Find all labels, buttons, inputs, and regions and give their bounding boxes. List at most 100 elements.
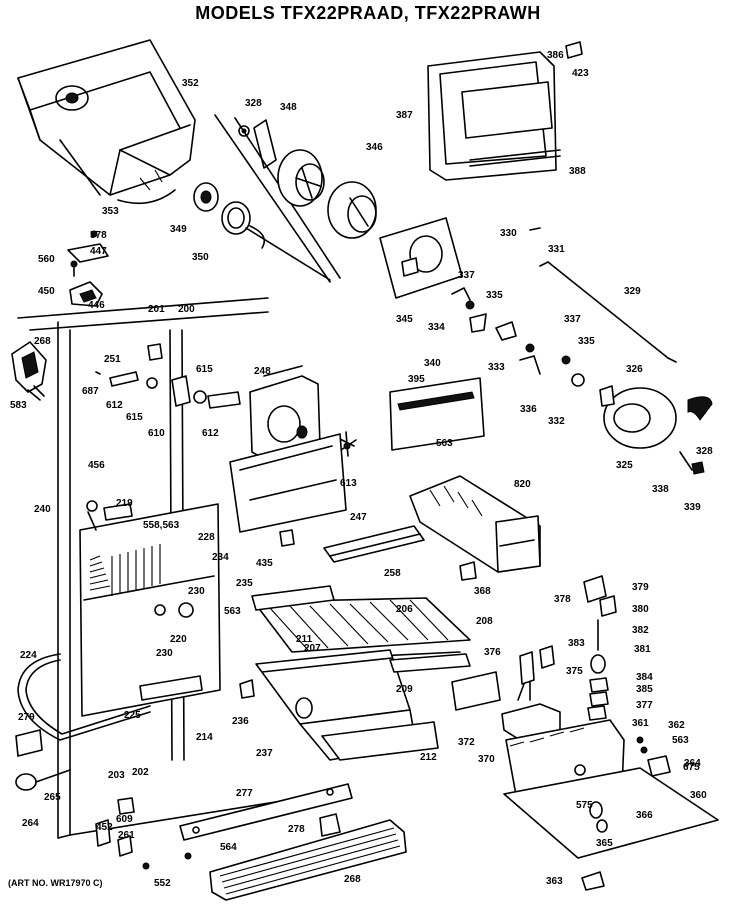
part-label-209: 209	[396, 684, 413, 695]
part-label-331: 331	[548, 244, 565, 255]
part-label-386: 386	[547, 50, 564, 61]
part-label-368: 368	[474, 586, 491, 597]
part-label-203: 203	[108, 770, 125, 781]
part-label-423: 423	[572, 68, 589, 79]
part-label-563: 563	[436, 438, 453, 449]
ice-maker-drawing	[409, 475, 541, 573]
part-label-372: 372	[458, 737, 475, 748]
part-label-575: 575	[576, 800, 593, 811]
part-label-348: 348	[280, 102, 297, 113]
part-label-363: 363	[546, 876, 563, 887]
part-label-219: 219	[116, 498, 133, 509]
part-label-207: 207	[304, 643, 321, 654]
part-label-211: 211	[296, 634, 313, 645]
part-label-609: 609	[116, 814, 133, 825]
part-label-612: 612	[106, 400, 123, 411]
part-label-381: 381	[634, 644, 651, 655]
ice-bucket-drawing	[17, 39, 196, 196]
part-label-352: 352	[182, 78, 199, 89]
part-label-375: 375	[566, 666, 583, 677]
thermostat-drawing	[86, 500, 133, 531]
part-label-337: 337	[458, 270, 475, 281]
part-label-687: 687	[82, 386, 99, 397]
part-label-395: 395	[408, 374, 425, 385]
control-board-drawing	[389, 377, 485, 451]
misc-hardware-drawing	[95, 797, 341, 870]
part-label-247: 247	[350, 512, 367, 523]
part-label-558-563: 558,563	[143, 520, 180, 531]
bracket-parts-drawing	[67, 230, 109, 307]
part-label-382: 382	[632, 625, 649, 636]
part-label-362: 362	[668, 720, 685, 731]
part-label-345: 345	[396, 314, 413, 325]
fill-tube-drawing	[279, 525, 477, 581]
part-label-613: 613	[340, 478, 357, 489]
part-label-240: 240	[34, 504, 51, 515]
part-label-212: 212	[420, 752, 437, 763]
toe-grille-drawing	[209, 819, 407, 901]
part-label-387: 387	[396, 110, 413, 121]
part-label-377: 377	[636, 700, 653, 711]
part-label-235: 235	[236, 578, 253, 589]
part-label-336: 336	[520, 404, 537, 415]
part-label-230: 230	[156, 648, 173, 659]
part-label-450: 450	[38, 286, 55, 297]
part-label-268: 268	[34, 336, 51, 347]
part-label-261: 261	[118, 830, 135, 841]
part-label-234: 234	[212, 552, 229, 563]
part-label-279: 279	[18, 712, 35, 723]
part-label-208: 208	[476, 616, 493, 627]
part-label-563: 563	[224, 606, 241, 617]
drain-tube-drawing	[15, 653, 151, 757]
part-label-200: 200	[178, 304, 195, 315]
part-label-447: 447	[90, 246, 107, 257]
part-label-583: 583	[10, 400, 27, 411]
part-label-366: 366	[636, 810, 653, 821]
part-label-349: 349	[170, 224, 187, 235]
art-number: (ART NO. WR17970 C)	[8, 878, 103, 888]
diagram-title: MODELS TFX22PRAAD, TFX22PRAWH	[195, 3, 541, 23]
drive-coupling-drawing	[193, 182, 331, 281]
part-label-615: 615	[126, 412, 143, 423]
part-label-265: 265	[44, 792, 61, 803]
part-label-251: 251	[104, 354, 121, 365]
part-label-346: 346	[366, 142, 383, 153]
part-label-820: 820	[514, 479, 531, 490]
part-label-325: 325	[616, 460, 633, 471]
part-label-385: 385	[636, 684, 653, 695]
part-label-364: 364	[684, 758, 701, 769]
part-label-360: 360	[690, 790, 707, 801]
part-label-214: 214	[196, 732, 213, 743]
part-label-228: 228	[198, 532, 215, 543]
part-label-380: 380	[632, 604, 649, 615]
part-label-376: 376	[484, 647, 501, 658]
part-label-328: 328	[696, 446, 713, 457]
freezer-basket-drawing	[239, 649, 439, 761]
part-label-237: 237	[256, 748, 273, 759]
part-label-332: 332	[548, 416, 565, 427]
part-label-236: 236	[232, 716, 249, 727]
roller-drawing	[15, 769, 71, 791]
part-label-328: 328	[245, 98, 262, 109]
part-label-230: 230	[188, 586, 205, 597]
part-label-335: 335	[486, 290, 503, 301]
part-label-370: 370	[478, 754, 495, 765]
part-label-456: 456	[88, 460, 105, 471]
part-label-564: 564	[220, 842, 237, 853]
light-socket-drawing	[11, 341, 47, 401]
fan-shroud-drawing	[229, 365, 347, 533]
part-label-339: 339	[684, 502, 701, 513]
part-label-278: 278	[288, 824, 305, 835]
part-label-268: 268	[344, 874, 361, 885]
part-label-350: 350	[192, 252, 209, 263]
dispenser-door-drawing	[427, 41, 583, 181]
control-components-drawing	[95, 343, 357, 457]
part-label-338: 338	[652, 484, 669, 495]
part-label-224: 224	[20, 650, 37, 661]
part-label-334: 334	[428, 322, 445, 333]
part-label-388: 388	[569, 166, 586, 177]
part-label-248: 248	[254, 366, 271, 377]
part-label-220: 220	[170, 634, 187, 645]
